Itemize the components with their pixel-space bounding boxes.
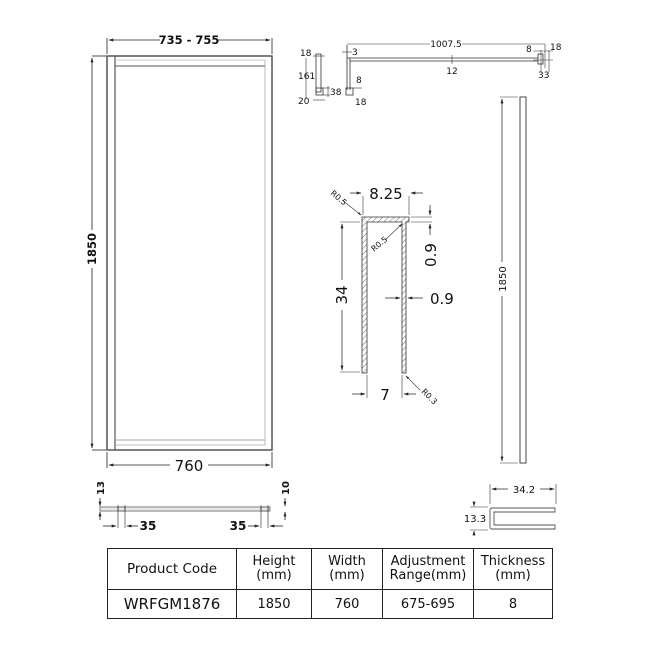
header-width: Width(mm) (311, 548, 383, 590)
front-view: 735 - 755 1850 760 (85, 33, 273, 475)
channel-inner-radius-label: R0.5 (370, 235, 390, 254)
top-width-label: 735 - 755 (159, 33, 220, 47)
profile-height-label: 13.3 (464, 514, 486, 525)
channel-height-label: 34 (333, 285, 351, 304)
left-height-label: 1850 (85, 233, 99, 265)
cell-thickness: 8 (473, 589, 553, 619)
header-height: Height(mm) (236, 548, 312, 590)
channel-wall-thickness-label: 0.9 (430, 290, 454, 308)
channel-top-thickness-label: 0.9 (422, 243, 440, 267)
left-rail-height-label: 13 (96, 481, 107, 495)
arm-mid-small-label: 8 (356, 76, 362, 86)
bottom-width-label: 760 (175, 457, 204, 475)
bracket-height-label: 161 (298, 72, 315, 82)
arm-small-label: 8 (526, 45, 532, 55)
profile-width-label: 34.2 (513, 485, 535, 496)
arm-gap-label: 3 (352, 48, 358, 58)
right-offset-label: 35 (230, 519, 247, 533)
bracket-top-label: 18 (300, 49, 312, 59)
cell-product-code: WRFGM1876 (107, 589, 237, 619)
right-rail-height-label: 10 (281, 481, 292, 495)
channel-top-width-label: 8.25 (369, 185, 402, 203)
table-header-row: Product Code Height(mm) Width(mm) Adjust… (107, 548, 553, 590)
channel-section: 8.25 R0.5 R0.5 0.9 34 0.9 7 R0.3 (329, 185, 454, 406)
bracket-side-label: 38 (330, 88, 342, 98)
top-detail: 18 161 20 38 3 1007.5 12 8 18 33 8 18 (298, 40, 562, 108)
cell-height: 1850 (236, 589, 312, 619)
channel-bottom-width-label: 7 (380, 386, 390, 404)
bracket-bottom-label: 20 (298, 97, 310, 107)
arm-end-width-label: 33 (538, 71, 549, 81)
channel-top-radius-label: R0.5 (329, 189, 349, 208)
cell-adjustment-range: 675-695 (382, 589, 474, 619)
arm-inner-label: 12 (446, 67, 457, 77)
arm-mid-bottom-label: 18 (355, 98, 367, 108)
left-offset-label: 35 (140, 519, 157, 533)
bottom-rail-view: 13 10 35 35 (96, 481, 292, 533)
table-row: WRFGM1876 1850 760 675-695 8 (107, 589, 553, 619)
arm-end-height-label: 18 (550, 43, 562, 53)
header-thickness: Thickness(mm) (473, 548, 553, 590)
header-product-code: Product Code (107, 548, 237, 590)
cell-width: 760 (311, 589, 383, 619)
spec-table: Product Code Height(mm) Width(mm) Adjust… (107, 548, 553, 619)
profile-section: 34.2 13.3 (464, 484, 557, 536)
arm-length-label: 1007.5 (430, 40, 462, 50)
side-height-label: 1850 (498, 266, 509, 291)
channel-bottom-radius-label: R0.3 (420, 387, 439, 406)
side-view: 1850 (498, 96, 527, 464)
